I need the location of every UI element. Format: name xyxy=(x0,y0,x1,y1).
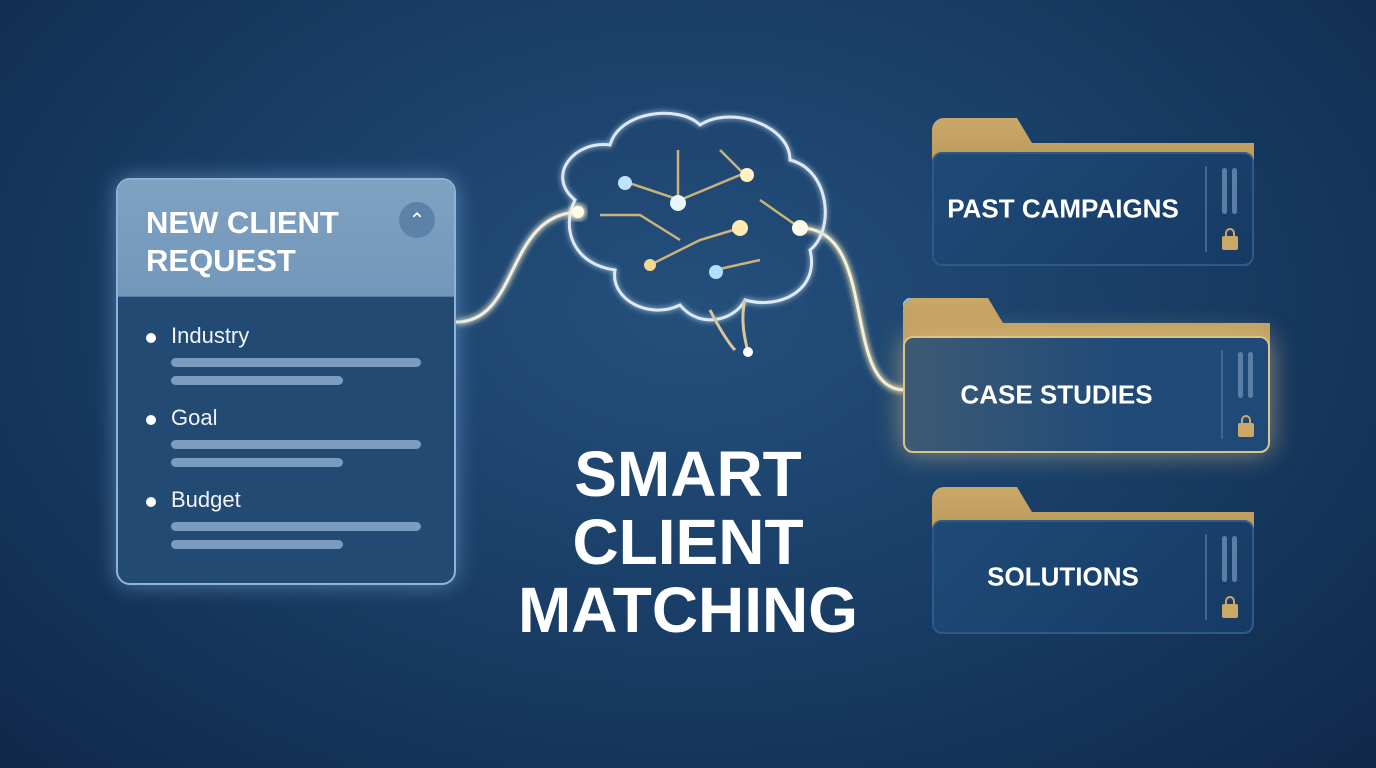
lock-icon xyxy=(1238,415,1254,437)
lock-icon xyxy=(1222,228,1238,250)
headline-line: MATCHING xyxy=(517,574,859,646)
bullet-icon xyxy=(146,415,156,425)
folder-past-campaigns[interactable]: PAST CAMPAIGNS xyxy=(932,118,1254,266)
placeholder-line xyxy=(171,376,343,385)
divider xyxy=(1205,166,1207,252)
placeholder-line xyxy=(171,522,421,531)
grip-icon xyxy=(1232,168,1237,214)
placeholder-line xyxy=(171,540,343,549)
chevron-up-icon[interactable]: ⌃ xyxy=(399,202,435,238)
field-label: Budget xyxy=(171,487,241,512)
divider xyxy=(1221,350,1223,439)
grip-icon xyxy=(1248,352,1253,398)
folder-body: SOLUTIONS xyxy=(932,520,1254,634)
folder-label: CASE STUDIES xyxy=(960,379,1153,409)
connector-brain-to-case-studies xyxy=(799,225,906,393)
brain-icon xyxy=(561,111,827,353)
folder-label: SOLUTIONS xyxy=(987,561,1139,592)
folder-label: PAST CAMPAIGNS xyxy=(947,193,1179,224)
connector-request-to-brain xyxy=(455,209,579,325)
card-header: NEW CLIENT REQUEST ⌃ xyxy=(118,180,454,297)
grip-icon xyxy=(1238,352,1243,398)
placeholder-line xyxy=(171,440,421,449)
bullet-icon xyxy=(146,333,156,343)
folder-body: PAST CAMPAIGNS xyxy=(932,152,1254,266)
lock-icon xyxy=(1222,596,1238,618)
placeholder-line xyxy=(171,358,421,367)
field-label: Goal xyxy=(171,405,218,430)
folder-case-studies[interactable]: CASE STUDIES xyxy=(903,298,1270,453)
field-label: Industry xyxy=(171,323,250,348)
headline: SMART CLIENT MATCHING xyxy=(488,440,888,644)
grip-icon xyxy=(1222,168,1227,214)
card-title: NEW CLIENT REQUEST xyxy=(146,205,339,278)
placeholder-line xyxy=(171,458,343,467)
headline-line: CLIENT xyxy=(572,506,804,578)
divider xyxy=(1205,534,1207,620)
bullet-icon xyxy=(146,497,156,507)
grip-icon xyxy=(1232,536,1237,582)
brain-nodes xyxy=(570,168,808,357)
folder-solutions[interactable]: SOLUTIONS xyxy=(932,487,1254,634)
new-client-request-card: NEW CLIENT REQUEST ⌃ Industry Goal Budge… xyxy=(116,178,456,585)
headline-line: SMART xyxy=(574,438,802,510)
grip-icon xyxy=(1222,536,1227,582)
folder-body: CASE STUDIES xyxy=(903,336,1270,453)
